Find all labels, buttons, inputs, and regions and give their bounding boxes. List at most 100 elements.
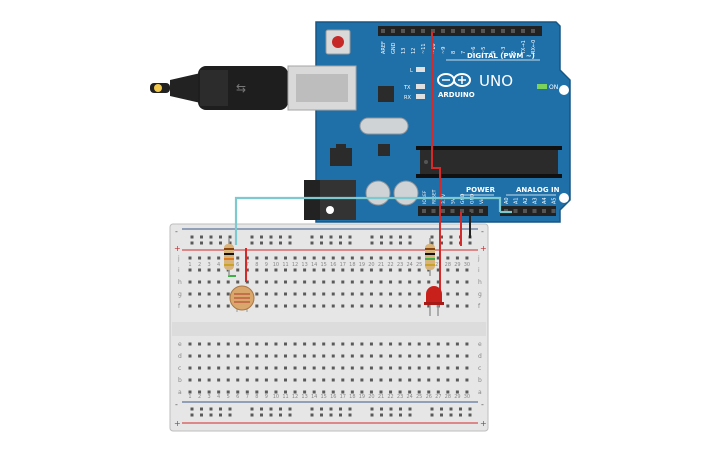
breadboard-hole[interactable] [341, 390, 345, 394]
breadboard-hole[interactable] [436, 342, 440, 346]
power-pin-hole[interactable] [450, 209, 455, 213]
breadboard-hole[interactable] [369, 390, 373, 394]
breadboard-hole[interactable] [465, 268, 469, 272]
breadboard-hole[interactable] [379, 304, 383, 308]
breadboard-hole[interactable] [389, 390, 393, 394]
breadboard-hole[interactable] [455, 354, 459, 358]
rail-hole[interactable] [430, 407, 434, 411]
breadboard-hole[interactable] [427, 390, 431, 394]
breadboard-hole[interactable] [379, 390, 383, 394]
breadboard-hole[interactable] [188, 390, 192, 394]
breadboard-hole[interactable] [188, 256, 192, 260]
breadboard-hole[interactable] [226, 378, 230, 382]
breadboard-hole[interactable] [446, 366, 450, 370]
breadboard-hole[interactable] [217, 342, 221, 346]
breadboard-hole[interactable] [236, 256, 240, 260]
breadboard-hole[interactable] [417, 280, 421, 284]
breadboard-hole[interactable] [341, 268, 345, 272]
digital-pin-hole[interactable] [391, 29, 395, 33]
breadboard-hole[interactable] [188, 268, 192, 272]
rail-hole[interactable] [348, 241, 352, 245]
rail-hole[interactable] [190, 413, 194, 417]
breadboard-hole[interactable] [245, 390, 249, 394]
breadboard-hole[interactable] [322, 256, 326, 260]
rail-hole[interactable] [440, 235, 443, 239]
breadboard-hole[interactable] [455, 378, 459, 382]
breadboard-hole[interactable] [255, 366, 259, 370]
breadboard-hole[interactable] [398, 292, 402, 296]
breadboard-hole[interactable] [350, 280, 354, 284]
rail-hole[interactable] [260, 407, 263, 411]
rail-hole[interactable] [269, 407, 273, 411]
breadboard[interactable]: - + - + - + - + 112233445566778899101011… [169, 223, 489, 432]
breadboard-hole[interactable] [398, 366, 402, 370]
breadboard-hole[interactable] [446, 378, 450, 382]
breadboard-hole[interactable] [255, 268, 259, 272]
breadboard-hole[interactable] [417, 268, 421, 272]
breadboard-hole[interactable] [360, 292, 364, 296]
breadboard-hole[interactable] [293, 390, 297, 394]
breadboard-hole[interactable] [408, 342, 412, 346]
breadboard-hole[interactable] [350, 268, 354, 272]
breadboard-hole[interactable] [274, 354, 278, 358]
breadboard-hole[interactable] [379, 268, 383, 272]
breadboard-hole[interactable] [408, 280, 412, 284]
breadboard-hole[interactable] [389, 304, 393, 308]
breadboard-hole[interactable] [312, 304, 316, 308]
breadboard-hole[interactable] [293, 354, 297, 358]
breadboard-hole[interactable] [369, 342, 373, 346]
breadboard-hole[interactable] [408, 292, 412, 296]
breadboard-hole[interactable] [465, 390, 469, 394]
rail-hole[interactable] [329, 413, 333, 417]
breadboard-hole[interactable] [274, 342, 278, 346]
rail-hole[interactable] [250, 413, 254, 417]
breadboard-hole[interactable] [360, 280, 364, 284]
breadboard-hole[interactable] [188, 342, 192, 346]
rail-hole[interactable] [219, 407, 222, 411]
rail-hole[interactable] [219, 235, 222, 239]
breadboard-hole[interactable] [455, 366, 459, 370]
breadboard-hole[interactable] [465, 280, 469, 284]
breadboard-hole[interactable] [236, 390, 240, 394]
breadboard-hole[interactable] [255, 256, 259, 260]
rail-hole[interactable] [389, 235, 393, 239]
breadboard-hole[interactable] [274, 366, 278, 370]
breadboard-hole[interactable] [455, 342, 459, 346]
led-icon[interactable] [424, 286, 444, 316]
breadboard-hole[interactable] [217, 366, 221, 370]
breadboard-hole[interactable] [350, 390, 354, 394]
breadboard-hole[interactable] [226, 354, 230, 358]
rail-hole[interactable] [269, 413, 273, 417]
power-pin-hole[interactable] [460, 209, 464, 213]
breadboard-hole[interactable] [198, 304, 202, 308]
breadboard-hole[interactable] [274, 256, 278, 260]
breadboard-hole[interactable] [312, 268, 316, 272]
breadboard-hole[interactable] [360, 354, 364, 358]
breadboard-hole[interactable] [350, 354, 354, 358]
rail-hole[interactable] [380, 407, 383, 411]
breadboard-hole[interactable] [293, 304, 297, 308]
breadboard-hole[interactable] [284, 304, 287, 308]
breadboard-hole[interactable] [284, 354, 287, 358]
rail-hole[interactable] [228, 413, 232, 417]
usb-cable-icon[interactable]: ⇆ [150, 65, 357, 111]
breadboard-hole[interactable] [379, 354, 383, 358]
rail-hole[interactable] [339, 407, 342, 411]
breadboard-hole[interactable] [207, 304, 211, 308]
breadboard-hole[interactable] [398, 304, 402, 308]
breadboard-hole[interactable] [446, 280, 450, 284]
breadboard-hole[interactable] [369, 354, 373, 358]
breadboard-hole[interactable] [322, 390, 326, 394]
breadboard-hole[interactable] [226, 342, 230, 346]
breadboard-hole[interactable] [274, 304, 278, 308]
analog-pin-hole[interactable] [542, 209, 546, 213]
rail-hole[interactable] [408, 413, 412, 417]
rail-hole[interactable] [399, 413, 402, 417]
breadboard-hole[interactable] [408, 378, 412, 382]
breadboard-hole[interactable] [284, 366, 287, 370]
breadboard-hole[interactable] [360, 268, 364, 272]
breadboard-hole[interactable] [417, 292, 421, 296]
wire-cyan-a0[interactable] [234, 196, 502, 245]
rail-hole[interactable] [260, 235, 263, 239]
digital-pin-hole[interactable] [471, 29, 475, 33]
